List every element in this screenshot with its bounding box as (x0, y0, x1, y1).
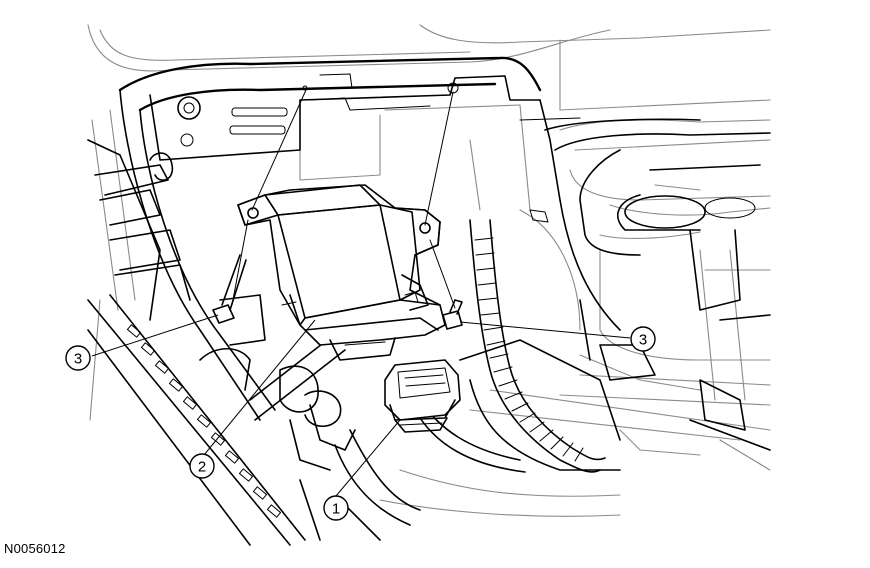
callout-3-right: 3 (630, 326, 656, 352)
callout-2: 2 (189, 453, 215, 479)
wiring-connector (384, 359, 461, 433)
callout-3-left: 3 (65, 345, 91, 371)
svg-text:3: 3 (639, 332, 647, 349)
control-module (237, 184, 446, 361)
callout-3-right-leader (459, 321, 631, 339)
alignment-lines (231, 89, 456, 309)
bolt-left (212, 254, 247, 324)
callout-3-left-leader (91, 314, 219, 357)
figure-id-label: N0056012 (4, 541, 66, 556)
callout-1: 1 (323, 495, 349, 521)
wiring-harness (414, 219, 606, 473)
callout-2-leader (203, 319, 316, 456)
svg-text:2: 2 (198, 459, 206, 476)
svg-text:3: 3 (74, 351, 82, 368)
seat-track-holes (126, 324, 282, 518)
vehicle-structure-background (87, 24, 771, 517)
svg-text:1: 1 (332, 501, 340, 518)
bolt-right (442, 299, 463, 330)
callout-1-leader (335, 419, 401, 497)
